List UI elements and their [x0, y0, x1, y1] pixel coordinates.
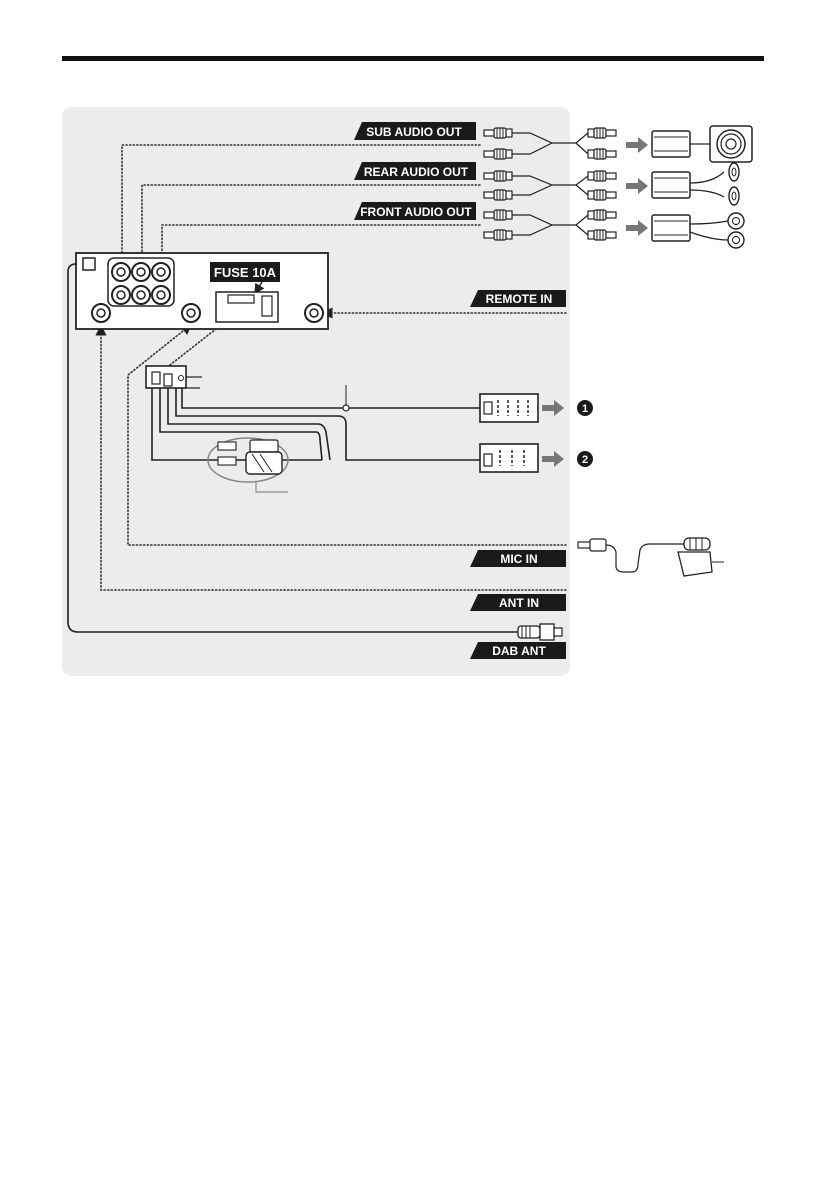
rear-speakers-icon: [690, 163, 739, 205]
fuse-label: FUSE 10A: [214, 265, 277, 280]
svg-text:MIC IN: MIC IN: [500, 552, 537, 566]
arrow-sub: [626, 137, 648, 153]
label-mic-in: MIC IN: [470, 550, 566, 567]
rear-out-jack-1: [132, 263, 150, 281]
front-out-jack-2: [152, 286, 170, 304]
subwoofer-icon: [690, 126, 752, 162]
dab-port: [83, 258, 95, 270]
svg-text:REAR AUDIO OUT: REAR AUDIO OUT: [364, 165, 469, 179]
svg-text:FRONT AUDIO OUT: FRONT AUDIO OUT: [360, 205, 472, 219]
svg-text:2: 2: [582, 454, 588, 466]
sub-out-jack-2: [112, 286, 130, 304]
label-front-audio-out: FRONT AUDIO OUT: [354, 202, 476, 220]
svg-text:1: 1: [582, 403, 588, 415]
svg-text:SUB AUDIO OUT: SUB AUDIO OUT: [366, 125, 462, 139]
label-sub-audio-out: SUB AUDIO OUT: [354, 122, 476, 140]
marker-1: 1: [577, 400, 593, 416]
front-speakers-icon: [690, 213, 744, 248]
arrow-rear: [626, 178, 648, 194]
amplifier-rear: [652, 172, 690, 198]
label-remote-in: REMOTE IN: [470, 290, 566, 307]
marker-2: 2: [577, 451, 593, 467]
mic-in-jack: [182, 304, 200, 322]
front-out-jack-1: [152, 263, 170, 281]
head-unit-rear: FUSE 10A: [76, 253, 328, 329]
svg-text:ANT IN: ANT IN: [499, 596, 539, 610]
sub-out-jack-1: [112, 263, 130, 281]
label-dab-ant: DAB ANT: [470, 642, 566, 659]
label-rear-audio-out: REAR AUDIO OUT: [354, 162, 476, 180]
label-ant-in: ANT IN: [470, 594, 566, 611]
ant-in-jack: [92, 304, 110, 322]
microphone-icon: [578, 538, 724, 576]
amplifier-sub: [652, 131, 690, 157]
arrow-front: [626, 220, 648, 236]
amplifier-front: [652, 215, 690, 241]
top-rule: [62, 56, 764, 61]
rear-out-jack-2: [132, 286, 150, 304]
svg-text:DAB ANT: DAB ANT: [492, 644, 546, 658]
svg-text:REMOTE IN: REMOTE IN: [486, 292, 553, 306]
remote-in-jack: [305, 304, 323, 322]
